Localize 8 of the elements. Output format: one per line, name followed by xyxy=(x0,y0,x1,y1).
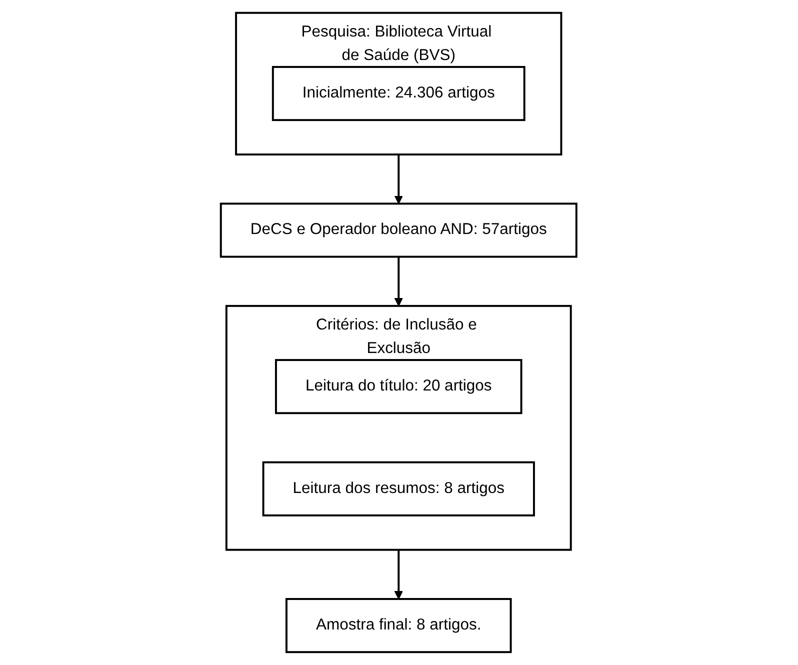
node-box: Inicialmente: 24.306 artigos xyxy=(272,66,526,122)
node-box: Leitura dos resumos: 8 artigos xyxy=(262,461,536,516)
node-box: Amostra final: 8 artigos. xyxy=(286,598,512,654)
arrow xyxy=(394,154,404,204)
arrow xyxy=(394,550,404,600)
node-box: DeCS e Operador boleano AND: 57artigos xyxy=(220,202,578,258)
arrow xyxy=(394,256,404,306)
node-box: Leitura do título: 20 artigos xyxy=(275,359,523,414)
